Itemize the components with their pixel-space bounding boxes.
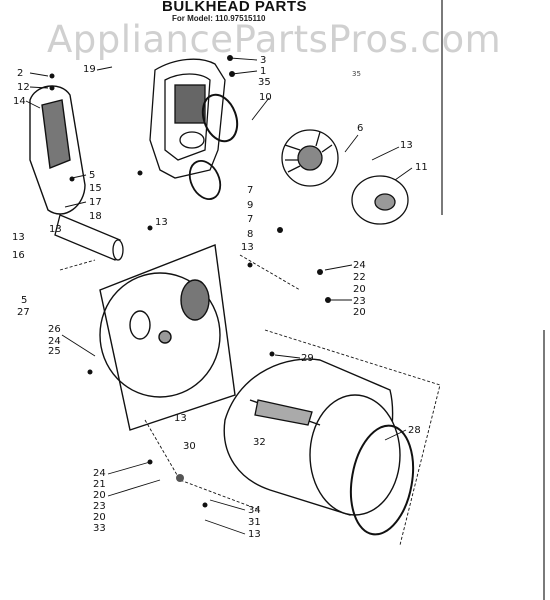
leader-lines (25, 57, 413, 535)
callout-label: 18 (89, 211, 102, 222)
callout-label: 35 (258, 77, 271, 88)
callout-label: 20 (93, 490, 106, 501)
callout-label: 20 (353, 284, 366, 295)
callout-label: 7 (247, 214, 253, 225)
callout-label: 13 (400, 140, 413, 151)
page-title: BULKHEAD PARTS (162, 0, 308, 15)
callout-label: 20 (353, 307, 366, 318)
callout-label: 27 (17, 307, 30, 318)
callout-label: 28 (408, 425, 421, 436)
duct-tube-18 (54, 214, 124, 261)
callout-labels: 2 12 14 19 3 1 35 10 6 13 11 5 15 17 18 … (12, 55, 428, 540)
callout-label: 29 (301, 353, 314, 364)
callout-label: 13 (12, 232, 25, 243)
callout-label: 31 (248, 517, 261, 528)
drum-30 (223, 358, 401, 516)
callout-label: 25 (48, 346, 61, 357)
callout-label: 11 (415, 162, 428, 173)
callout-label: 8 (247, 229, 253, 240)
callout-label: 22 (353, 272, 366, 283)
callout-label: 5 (21, 295, 27, 306)
filter-housing-14 (29, 85, 86, 215)
callout-label: 9 (247, 200, 253, 211)
callout-label: 13 (248, 529, 261, 540)
blower-wheel-10 (281, 129, 339, 187)
callout-label: 24 (93, 468, 106, 479)
callout-label: 24 (48, 336, 61, 347)
callout-label: 12 (17, 82, 30, 93)
callout-label: 5 (89, 170, 95, 181)
callout-label: 2 (17, 68, 23, 79)
callout-label: 13 (241, 242, 254, 253)
callout-label: 6 (357, 123, 363, 134)
watermark: AppliancePartsPros.com (47, 18, 502, 61)
pulley-11 (351, 175, 409, 225)
drum-seal-28 (349, 424, 415, 536)
callout-label: 34 (248, 505, 261, 516)
callout-label: 15 (89, 183, 102, 194)
callout-label: 1 (260, 66, 266, 77)
callout-label: 20 (93, 512, 106, 523)
callout-label: 16 (12, 250, 25, 261)
gasket-ring-10 (201, 93, 239, 143)
frame-border (441, 0, 545, 600)
callout-label: 7 (247, 185, 253, 196)
drum-baffle-32 (254, 399, 313, 426)
top-housing-part-35 (149, 58, 226, 179)
callout-label: 23 (353, 296, 366, 307)
guide-lines (59, 254, 441, 546)
callout-label: 3 (260, 55, 266, 66)
corner-mark: 35 (352, 70, 361, 78)
model-number: For Model: 110.97515110 (172, 14, 266, 23)
ring-4 (188, 160, 222, 200)
callout-label: 30 (183, 441, 196, 452)
callout-label: 23 (93, 501, 106, 512)
callout-label: 13 (155, 217, 168, 228)
screws (49, 55, 331, 508)
callout-label: 13 (49, 224, 62, 235)
callout-label: 14 (13, 96, 26, 107)
callout-label: 17 (89, 197, 102, 208)
bulkhead-panel-26 (99, 244, 236, 431)
callout-label: 33 (93, 523, 106, 534)
callout-label: 19 (83, 64, 96, 75)
callout-label: 24 (353, 260, 366, 271)
callout-label: 26 (48, 324, 61, 335)
callout-label: 21 (93, 479, 106, 490)
callout-label: 32 (253, 437, 266, 448)
callout-label: 13 (174, 413, 187, 424)
callout-label: 10 (259, 92, 272, 103)
